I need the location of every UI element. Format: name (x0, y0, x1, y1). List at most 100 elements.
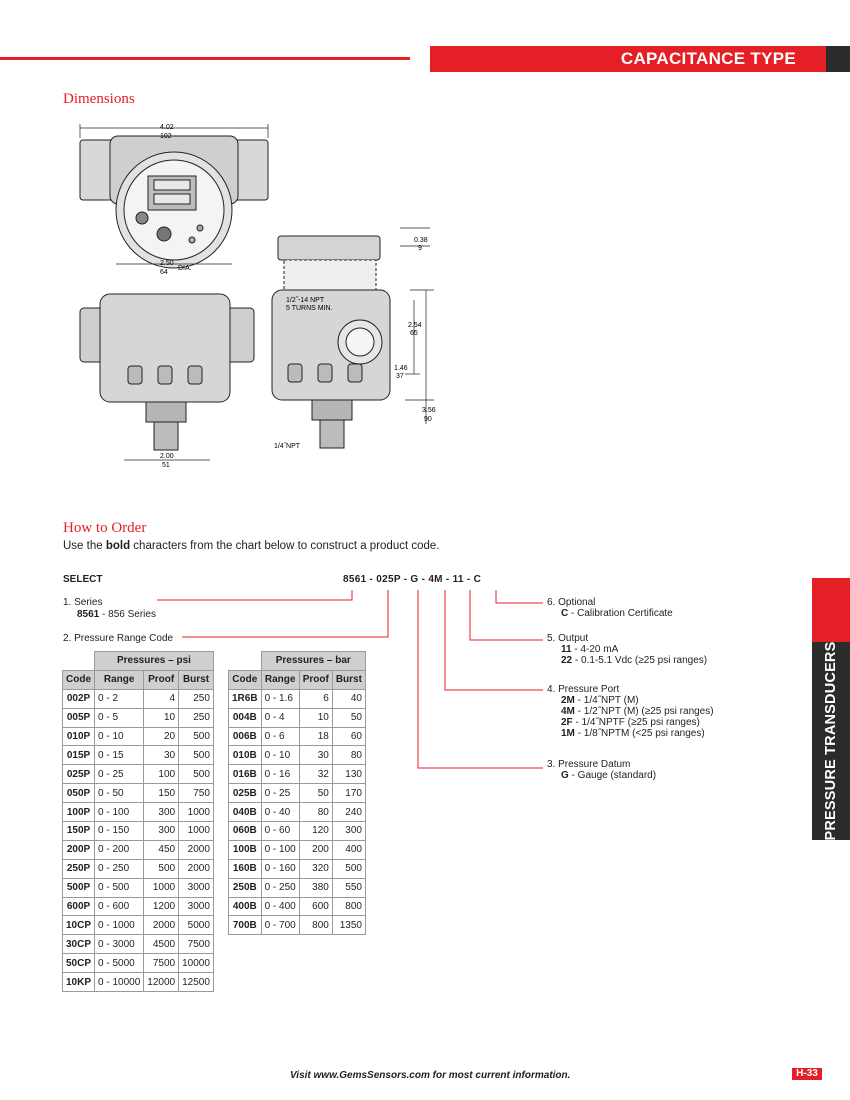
cell-code: 010P (61, 726, 96, 747)
psi-group-spacer (61, 651, 96, 671)
cell-range: 0 - 600 (94, 896, 145, 917)
cell-proof: 800 (298, 915, 333, 936)
header-rule (0, 57, 410, 60)
cell-proof: 450 (143, 839, 180, 860)
cell-burst: 3000 (178, 896, 214, 917)
bar-group-header: Pressures – bar (260, 651, 366, 671)
cell-range: 0 - 16 (260, 764, 300, 785)
psi-header-burst: Burst (178, 669, 214, 690)
header-banner: CAPACITANCE TYPE (430, 46, 826, 72)
cell-proof: 80 (298, 802, 333, 823)
code-series: 8561 (343, 574, 367, 585)
cell-burst: 40 (331, 688, 366, 709)
cell-range: 0 - 250 (260, 877, 300, 898)
cell-code: 250P (61, 858, 96, 879)
cell-code: 040B (228, 802, 262, 823)
h1-in-label: 2.54 (408, 322, 422, 329)
psi-header-proof: Proof (143, 669, 180, 690)
cell-range: 0 - 50 (94, 783, 145, 804)
cell-range: 0 - 25 (260, 783, 300, 804)
cell-proof: 32 (298, 764, 333, 785)
port-option: 2F - 1/4˝NPTF (≥25 psi ranges) (547, 717, 714, 728)
side-tab: PRESSURE TRANSDUCERS (812, 642, 850, 840)
cell-burst: 80 (331, 745, 366, 766)
datum-block: 3. Pressure Datum G - Gauge (standard) (547, 759, 656, 781)
option-desc: - 1/4˝NPTF (≥25 psi ranges) (572, 717, 700, 728)
base-in-label: 2.00 (160, 453, 174, 460)
cell-code: 060B (228, 821, 262, 841)
cell-code: 016B (228, 764, 262, 785)
cell-proof: 2000 (143, 915, 180, 936)
section-title-how-to-order: How to Order (63, 520, 147, 536)
cell-proof: 7500 (143, 953, 180, 974)
range-title: 2. Pressure Range Code (63, 633, 174, 644)
cell-code: 010B (228, 745, 262, 766)
cell-proof: 4500 (143, 934, 180, 955)
port-option: 2M - 1/4˝NPT (M) (547, 695, 714, 706)
option-code: 11 (561, 644, 572, 655)
series-code: 8561 (77, 609, 100, 620)
cell-range: 0 - 6 (260, 726, 300, 747)
cell-code: 10CP (61, 915, 96, 936)
code-datum: G (410, 574, 419, 585)
dimension-drawing: 4.02 102 2.50 64 DIA. 2.00 51 (79, 124, 436, 469)
cell-burst: 550 (331, 877, 366, 898)
cell-range: 0 - 160 (260, 858, 300, 879)
psi-group-header: Pressures – psi (94, 651, 214, 671)
cell-code: 025B (228, 783, 262, 804)
series-option: 8561 - 856 Series (77, 609, 156, 620)
width-mm-label: 102 (160, 133, 172, 140)
cell-proof: 30 (143, 745, 180, 766)
cell-code: 400B (228, 896, 262, 917)
bar-header-code: Code (228, 669, 262, 690)
cell-code: 100B (228, 839, 262, 860)
option-desc: - 1/2˝NPT (M) (≥25 psi ranges) (574, 706, 714, 717)
side-view (271, 235, 391, 449)
cell-code: 025P (61, 764, 96, 785)
page-number: H-33 (792, 1068, 822, 1080)
cell-proof: 10 (298, 707, 333, 728)
bar-header-range: Range (260, 669, 300, 690)
cell-burst: 60 (331, 726, 366, 747)
cell-burst: 1350 (331, 915, 366, 936)
cell-range: 0 - 25 (94, 764, 145, 785)
cell-proof: 30 (298, 745, 333, 766)
output-option: 11 - 4-20 mA (547, 644, 707, 655)
cell-burst: 2000 (178, 858, 214, 879)
option-code: 22 (561, 655, 573, 666)
option-desc: - Calibration Certificate (568, 608, 673, 619)
cell-proof: 10 (143, 707, 180, 728)
cell-burst: 1000 (178, 802, 214, 823)
datum-title: 3. Pressure Datum (547, 759, 631, 770)
cell-code: 1R6B (228, 688, 262, 709)
cell-range: 0 - 15 (94, 745, 145, 766)
cell-range: 0 - 100 (260, 839, 300, 860)
cell-code: 200P (61, 839, 96, 860)
bar-header-proof: Proof (298, 669, 333, 690)
cell-burst: 2000 (178, 839, 214, 860)
cell-proof: 18 (298, 726, 333, 747)
cell-burst: 10000 (178, 953, 214, 974)
intro-pre: Use the (63, 540, 106, 552)
cell-burst: 750 (178, 783, 214, 804)
intro-text: Use the bold characters from the chart b… (63, 540, 439, 552)
cap-in-label: 0.38 (414, 237, 428, 244)
cell-code: 150P (61, 821, 96, 841)
cell-proof: 380 (298, 877, 333, 898)
optional-block: 6. Optional C - Calibration Certificate (547, 597, 673, 619)
